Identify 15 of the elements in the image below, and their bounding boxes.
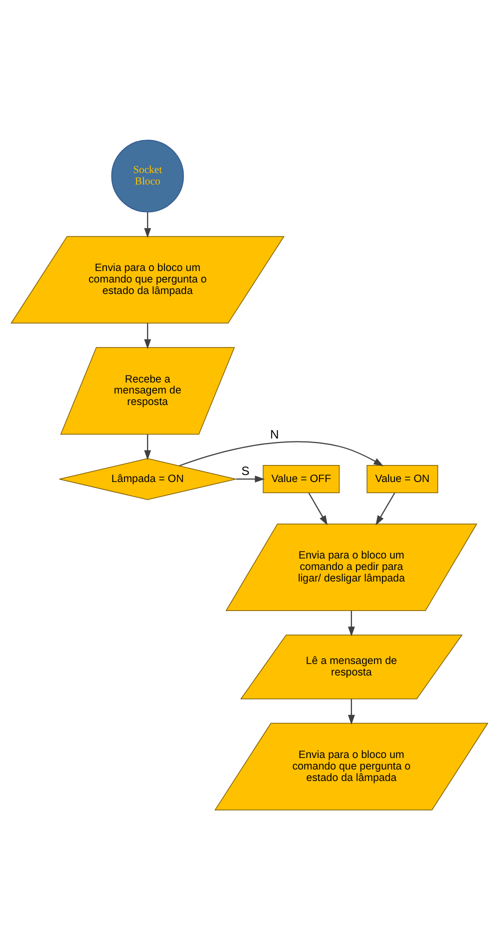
arrow <box>144 322 152 349</box>
arrow <box>144 212 152 238</box>
arrow <box>308 492 328 525</box>
edge-label: N <box>270 426 279 441</box>
arrow <box>236 475 265 482</box>
arrow <box>376 492 396 525</box>
arrow <box>348 610 355 636</box>
node-box: Value = OFF <box>262 464 340 493</box>
arrow <box>348 698 355 724</box>
arrow <box>144 434 152 460</box>
node-diamond: Lâmpada = ON <box>58 458 236 500</box>
node-circle: Socket Bloco <box>111 139 184 212</box>
edge-label: S <box>241 464 250 478</box>
arrow <box>179 440 384 466</box>
node-box: Value = ON <box>366 464 438 493</box>
